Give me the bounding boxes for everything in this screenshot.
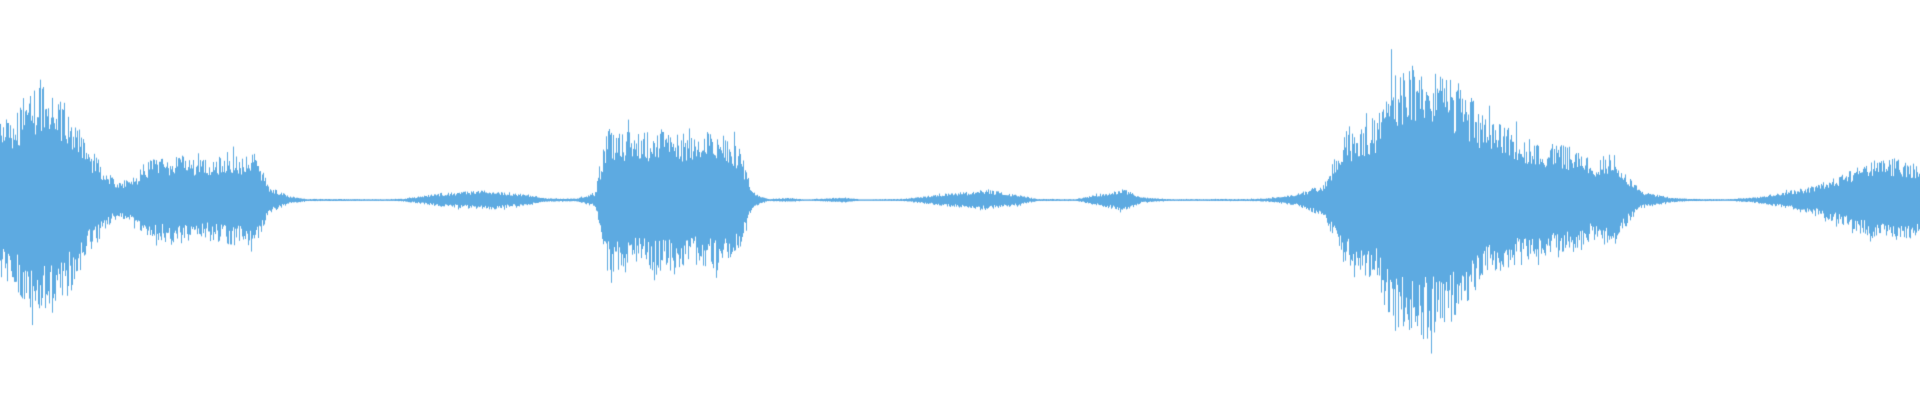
audio-waveform[interactable] bbox=[0, 0, 1920, 400]
